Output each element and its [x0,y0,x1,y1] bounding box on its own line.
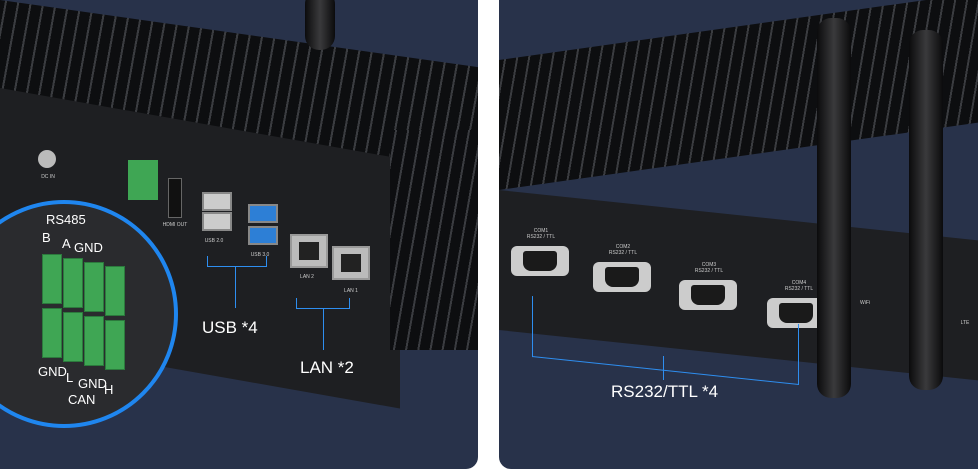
com-type: RS232 / TTL [784,286,814,292]
pin-label: L [66,370,74,385]
usb-callout: USB *4 [202,318,258,337]
pin-label: A [62,236,71,251]
antenna [305,0,335,50]
can-label: CAN [68,392,96,407]
com4-port [767,298,825,328]
dc-label: DC IN [41,174,55,180]
pin-label: GND [74,240,103,255]
lan-callout: LAN *2 [300,358,354,377]
terminal-pin [84,262,104,312]
lan1-label: LAN 1 [344,288,358,294]
wifi-label: WiFi [860,300,870,306]
usb3-port [248,204,278,223]
usb2-label: USB 2.0 [204,238,224,244]
com-type: RS232 / TTL [694,268,724,274]
lan1-port [332,246,370,280]
usb2-port [202,212,232,231]
com1-port [511,246,569,276]
left-product-panel: DC IN HDMI OUT USB 2.0 USB 3.0 LAN 2 LAN… [0,0,478,469]
lte-antenna [909,30,943,390]
com-type: RS232 / TTL [608,250,638,256]
com-name: COM4 [791,280,807,286]
rs232-leader-line [663,356,664,380]
com-name: COM3 [701,262,717,268]
usb2-port [202,192,232,211]
pin-label: GND [78,376,107,391]
wifi-antenna [817,18,851,398]
side-fins [390,130,478,350]
rs485-label: RS485 [46,212,86,227]
com2-port [593,262,651,292]
com3-port [679,280,737,310]
dc-in-jack [38,150,56,168]
terminal-pin [105,266,125,316]
hdmi-label: HDMI OUT [162,222,188,228]
com-name: COM1 [533,228,549,234]
pin-label: H [104,382,114,397]
terminal-pin [42,308,62,358]
com-name: COM2 [615,244,631,250]
pin-label: B [42,230,51,245]
lan2-label: LAN 2 [300,274,314,280]
usb3-port [248,226,278,245]
rs232-callout: RS232/TTL *4 [611,382,719,401]
terminal-pin [105,320,125,370]
terminal-block-small [128,160,158,200]
lan-leader-line [323,308,324,350]
terminal-pin [84,316,104,366]
usb-bracket [207,256,267,267]
usb-leader-line [235,266,236,308]
pin-label: GND [38,364,67,379]
hdmi-port [168,178,182,218]
terminal-pin [63,258,83,308]
lan2-port [290,234,328,268]
usb3-label: USB 3.0 [250,252,270,258]
lte-label: LTE [960,320,970,326]
com-type: RS232 / TTL [526,234,556,240]
terminal-pin [63,312,83,362]
heatsink-fins [499,0,978,191]
terminal-pin [42,254,62,304]
